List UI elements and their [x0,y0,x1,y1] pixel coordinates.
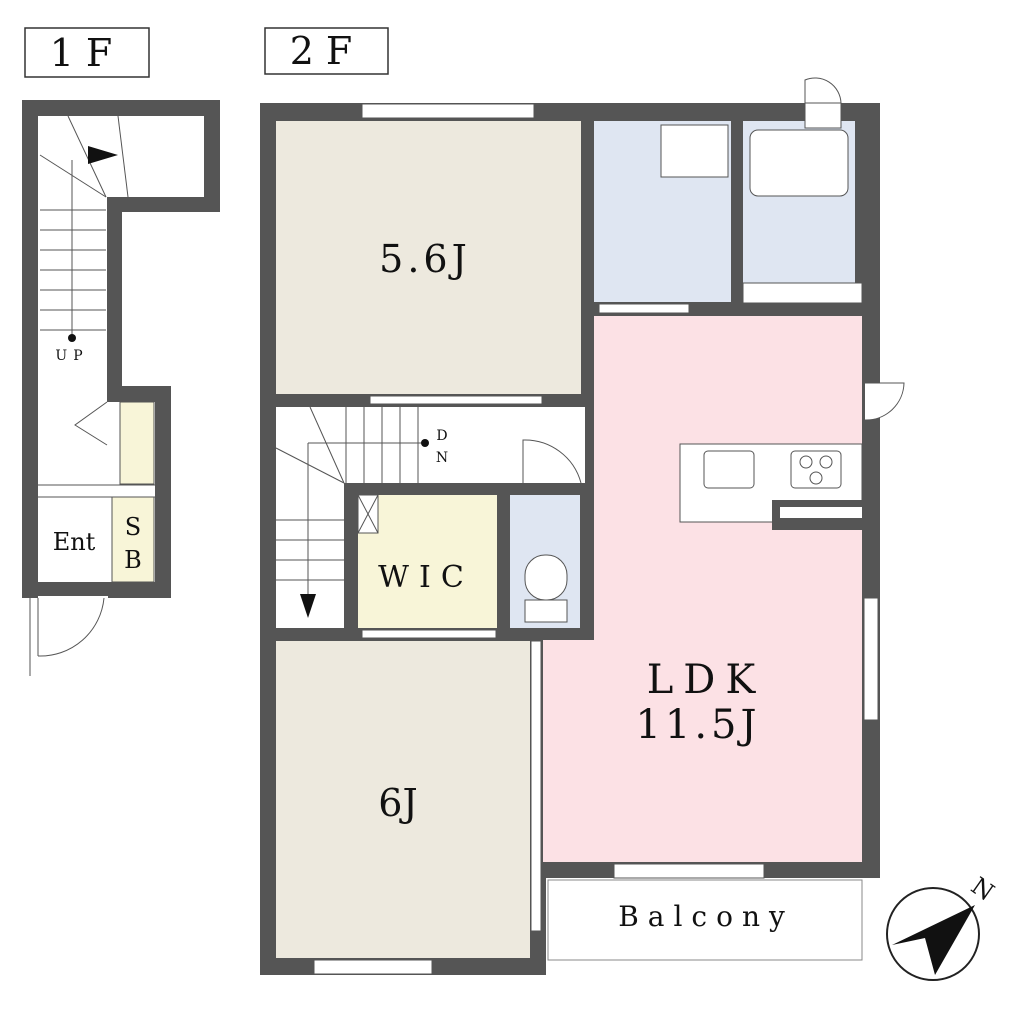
stairs-label-d: D [436,428,447,444]
floor-1f: UP S B Ent [22,100,220,676]
stairs-2f [275,406,582,600]
floor-2f-title: 2F [264,27,389,75]
floor-1f-title: 1F [24,27,150,78]
balcony [547,879,863,961]
stairs-1f [39,115,129,338]
sink-icon [703,450,755,489]
bedroom-6j [276,641,530,958]
stairs-label-n: N [436,450,448,466]
bedroom1-label: 5.6J [379,237,471,281]
floor-2f-label: 2F [290,29,365,73]
stairs-up-label: UP [55,348,88,364]
windows [313,102,879,975]
ldk-label: LDK [647,657,766,703]
shoe-box-label-b: B [124,546,142,574]
entrance-door [29,597,105,676]
bathtub-icon [749,129,849,197]
stairs-arrow-icon [88,146,118,164]
balcony-label: Balcony [618,900,794,933]
entrance-label: Ent [53,528,96,556]
shoe-box [111,496,155,583]
toilet-icon [524,554,568,601]
wic-label: WIC [378,560,474,595]
ldk-size-label: 11.5J [635,702,760,748]
compass-icon: N [886,872,999,981]
bedroom2-label: 6J [378,781,417,825]
compass-north-label: N [966,872,999,907]
shoe-box-label-s: S [125,513,141,541]
floor-1f-label: 1F [50,31,125,75]
stove-icon [790,450,842,489]
stairs-down-arrow-icon [300,594,316,618]
walk-in-closet [358,495,497,628]
washbasin-icon [660,124,729,178]
bedroom-5-6j [276,121,581,394]
floor-2f: D N [260,77,905,977]
